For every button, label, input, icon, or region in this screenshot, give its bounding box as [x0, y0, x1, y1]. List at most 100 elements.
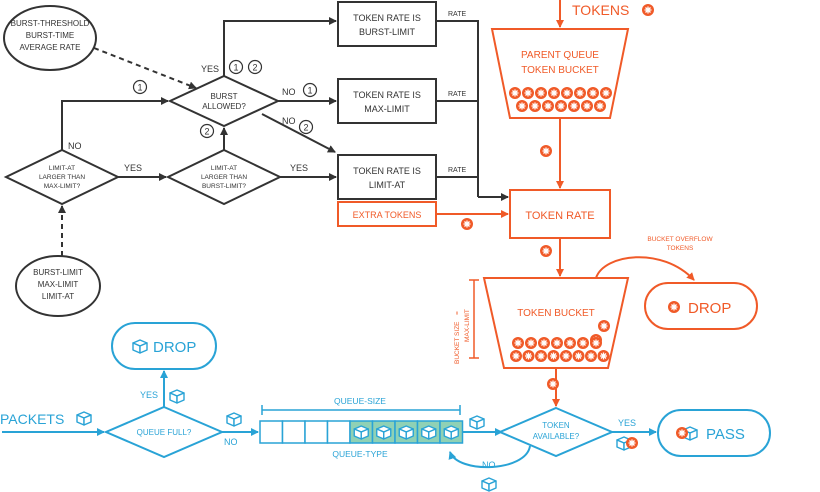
max-limit-label: MAX-LIMIT — [38, 280, 79, 289]
package-icon — [132, 339, 148, 354]
circled-number-icon — [199, 123, 215, 139]
token-rate-box — [509, 189, 611, 239]
token-available-diamond — [497, 406, 615, 458]
queue-full-diamond — [103, 405, 225, 459]
token-icon — [563, 336, 577, 350]
token-icon — [460, 217, 474, 231]
token-icon — [584, 349, 598, 363]
overflow-label-1: BUCKET OVERFLOW — [647, 236, 713, 243]
rate-max-line2: MAX-LIMIT — [364, 104, 410, 114]
burst-threshold-label: BURST-THRESHOLD — [11, 19, 90, 28]
circled-number-label: 2 — [252, 63, 257, 73]
blue-drop-label: DROP — [153, 339, 196, 356]
circled-number-label: 1 — [137, 83, 142, 93]
tokens-label: TOKENS — [572, 2, 629, 18]
token-rate-label: TOKEN RATE — [525, 210, 594, 222]
burst-allowed-line2: ALLOWED? — [202, 102, 246, 111]
extra-tokens-label: EXTRA TOKENS — [353, 210, 422, 220]
orange-drop-label: DROP — [688, 300, 731, 317]
package-icon — [469, 415, 485, 430]
burst-allowed-line1: BURST — [210, 92, 237, 101]
circled-number-icon — [298, 119, 314, 135]
queue-full-no-label: NO — [224, 437, 238, 447]
limit-at-label: LIMIT-AT — [42, 292, 74, 301]
bucket-size-label: BUCKET SIZE = MAX-LIMIT — [454, 309, 471, 364]
token-icon — [511, 336, 525, 350]
token-icon — [641, 3, 655, 17]
token-icon — [515, 99, 529, 113]
package-icon — [169, 389, 185, 404]
burst-allowed-yes-arrow — [223, 17, 337, 76]
parent-queue-label: PARENT QUEUE — [521, 50, 599, 61]
svg-text:=: = — [454, 311, 461, 315]
extra-tokens-box — [337, 201, 437, 227]
token-icon — [528, 99, 542, 113]
token-bucket-label: TOKEN BUCKET — [517, 308, 595, 319]
package-icon — [76, 411, 92, 426]
token-available-no-loop — [448, 445, 531, 469]
package-icon — [421, 425, 437, 440]
queue-cell — [259, 420, 284, 444]
token-icon — [539, 144, 553, 158]
rate-burst-line1: TOKEN RATE IS — [353, 13, 421, 23]
limits-ellipse — [15, 255, 101, 317]
limit-at-max-line1: LIMIT-AT — [49, 165, 75, 172]
token-icon — [546, 349, 561, 363]
limit-at-burst-line2: LARGER THAN — [201, 174, 247, 181]
token-icon — [546, 377, 560, 391]
token-icon — [596, 349, 611, 363]
rate-limit-at-box — [337, 154, 437, 200]
yes-label-mid: YES — [124, 163, 142, 173]
token-icon — [599, 86, 613, 100]
token-icon — [541, 99, 555, 113]
average-rate-label: AVERAGE RATE — [19, 43, 80, 52]
token-icon — [521, 86, 535, 100]
no-label-2: NO — [282, 116, 296, 126]
burst-allowed-diamond — [167, 74, 281, 128]
circled-number-label: 2 — [204, 127, 209, 137]
token-icon — [537, 336, 551, 350]
limit-at-max-line2: LARGER THAN — [39, 174, 85, 181]
token-icon — [554, 99, 568, 113]
circled-number-label: 1 — [233, 63, 238, 73]
token-icon — [571, 349, 586, 363]
token-icon — [667, 300, 681, 314]
burst-allowed-no2-arrow — [261, 113, 336, 153]
token-icon — [567, 99, 581, 113]
token-icon — [559, 349, 573, 363]
rate-burst-line2: BURST-LIMIT — [359, 27, 416, 37]
queue-cells — [259, 420, 464, 444]
pass-pill — [657, 409, 771, 457]
token-available-line2: AVAILABLE? — [533, 432, 580, 441]
yes-label-right: YES — [290, 163, 308, 173]
burst-time-label: BURST-TIME — [26, 31, 74, 40]
queue-cell — [281, 420, 306, 444]
queue-full-yes-label: YES — [140, 390, 158, 400]
rate-limit-at-line2: LIMIT-AT — [369, 180, 406, 190]
limit-at-max-line3: MAX-LIMIT? — [44, 183, 81, 190]
circled-number-label: 1 — [307, 86, 312, 96]
limit-at-burst-line1: LIMIT-AT — [211, 165, 237, 172]
token-icon — [539, 244, 553, 258]
token-icon — [508, 86, 522, 100]
burst-threshold-ellipse — [3, 5, 97, 71]
limit-at-burst-line3: BURST-LIMIT? — [202, 183, 246, 190]
token-available-line1: TOKEN — [542, 421, 570, 430]
queue-size-label: QUEUE-SIZE — [334, 396, 386, 406]
token-icon — [534, 349, 548, 363]
circled-number-icon — [228, 59, 244, 75]
token-icon — [573, 86, 587, 100]
circled-number-icon — [302, 82, 318, 98]
package-icon — [481, 477, 497, 492]
token-icon — [560, 86, 574, 100]
queue-type-label: QUEUE-TYPE — [332, 449, 388, 459]
package-icon — [376, 425, 392, 440]
rate-label-1: RATE — [448, 11, 466, 18]
token-icon — [576, 336, 590, 350]
overflow-arrow — [595, 256, 695, 281]
overflow-label-2: TOKENS — [667, 245, 694, 252]
packet-queue-section: PACKETS QUEUE FULL? YES DROP NO QUEUE-SI… — [0, 322, 771, 492]
token-icon — [524, 336, 538, 350]
yes-label-burst: YES — [201, 64, 219, 74]
package-icon — [398, 425, 414, 440]
